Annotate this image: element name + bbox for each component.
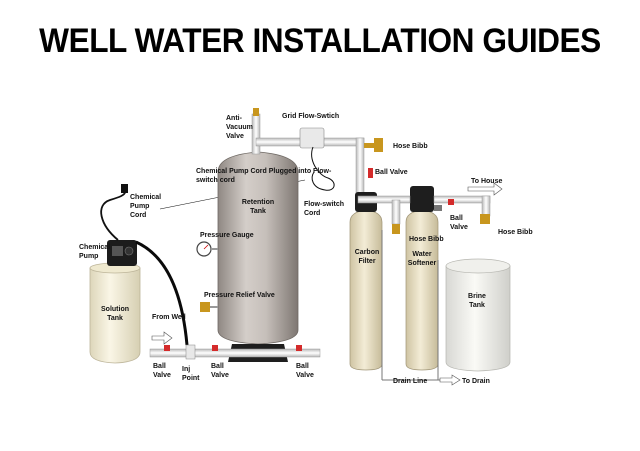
- label-hose-bibb-right: Hose Bibb: [498, 229, 533, 236]
- label-chemical-pump-cord-plugged: Chemical Pump Cord Plugged into Flow-swi…: [196, 168, 332, 184]
- flow-switch-cord: [311, 146, 335, 191]
- label-ball-valve-top: Ball Valve: [375, 169, 408, 176]
- page-title: WELL WATER INSTALLATION GUIDES: [39, 22, 601, 60]
- label-to-drain: To Drain: [462, 378, 490, 385]
- filter-piping: [357, 182, 503, 234]
- brine-tank: [445, 258, 511, 372]
- label-from-well: From Well: [152, 314, 186, 321]
- top-piping: [251, 108, 383, 199]
- label-drain-line: Drain Line: [393, 378, 428, 385]
- label-grid-flow-switch: Grid Flow-Swtich: [282, 113, 340, 120]
- cord-plug: [121, 184, 128, 193]
- drain-lines: [381, 230, 461, 386]
- label-pressure-gauge: Pressure Gauge: [200, 232, 254, 239]
- label-pressure-relief-valve: Pressure Relief Valve: [204, 292, 275, 299]
- bottom-piping: [149, 331, 321, 360]
- pressure-gauge: [196, 241, 218, 257]
- label-hose-bibb-top: Hose Bibb: [393, 143, 428, 150]
- chemical-feed-tube: [135, 240, 189, 346]
- water-softener-tank: [405, 186, 442, 371]
- label-to-house: To House: [471, 178, 503, 185]
- pressure-relief-valve: [200, 302, 218, 312]
- chemical-pump: [107, 240, 137, 266]
- label-hose-bibb-mid: Hose Bibb: [409, 236, 444, 243]
- carbon-filter-tank: [349, 192, 383, 371]
- chemical-pump-cord: [100, 191, 126, 241]
